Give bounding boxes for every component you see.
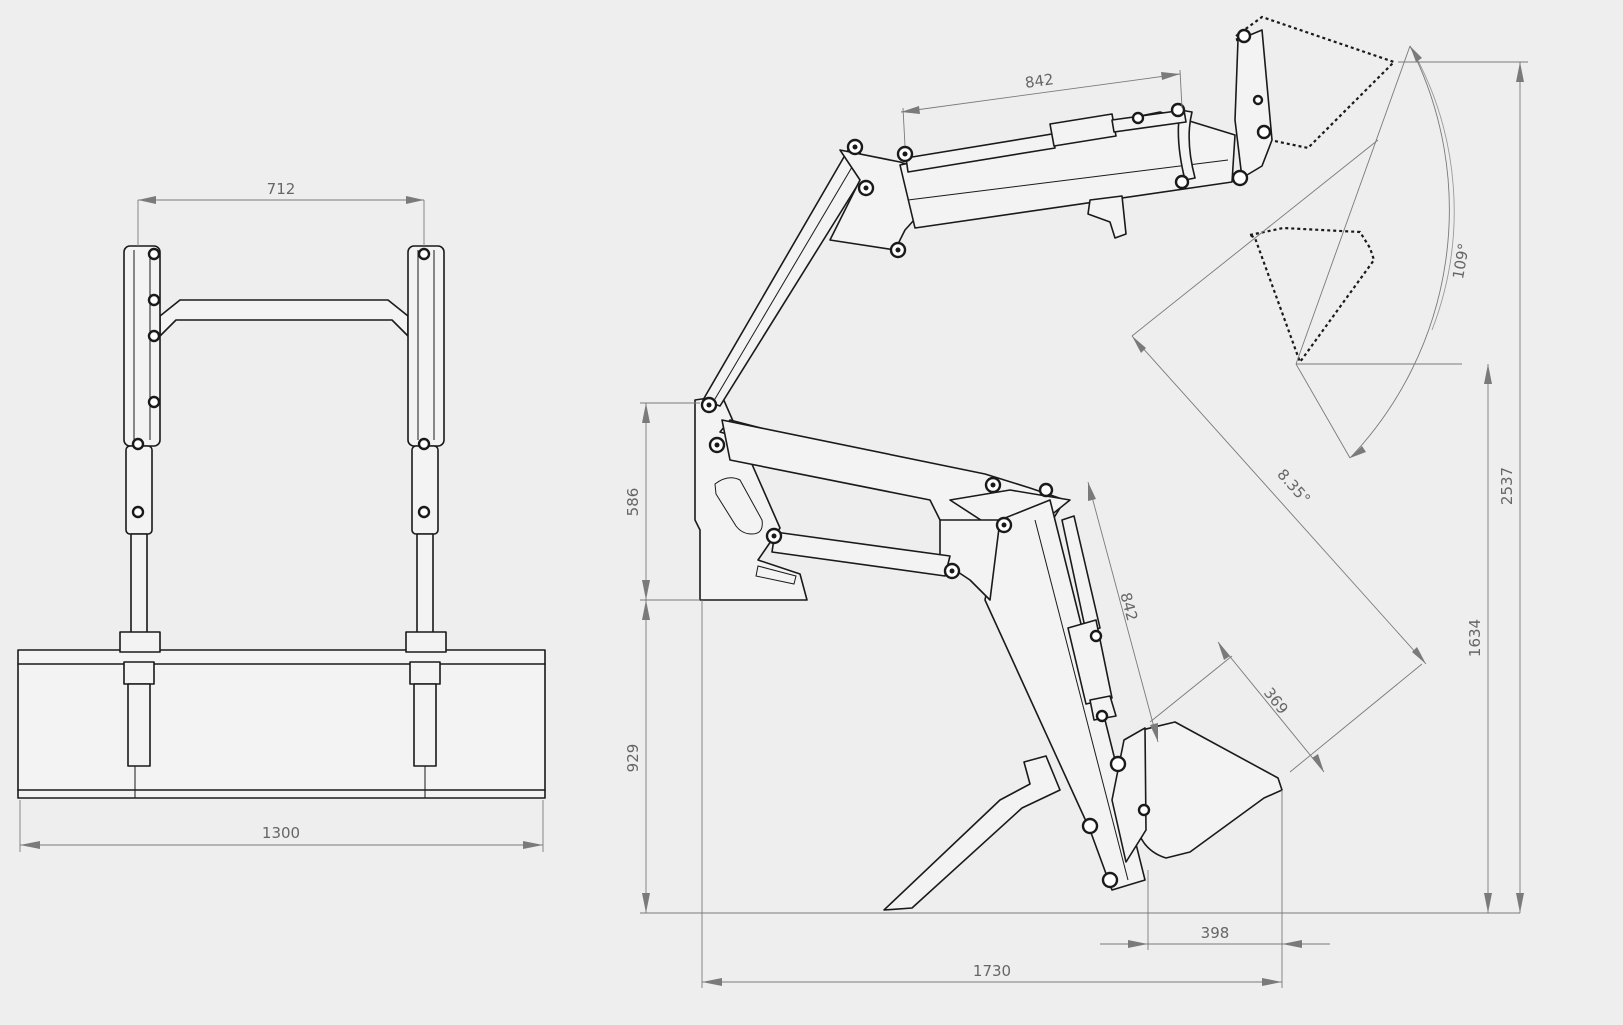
dim-overall-length-label: 1730 [973, 962, 1011, 980]
dim-bucket-width: 1300 [19, 800, 544, 852]
dim-bucket-width-label: 1300 [262, 824, 300, 842]
dim-raised-arm-cylinder-label: 842 [1024, 70, 1055, 92]
dim-dump-angle: 109° [1295, 45, 1473, 459]
pivot-pins [700, 28, 1272, 889]
dim-reach-offset-label: 398 [1201, 924, 1230, 942]
dim-arm-spacing-label: 712 [267, 180, 296, 198]
dump-bucket-outline [1247, 226, 1376, 365]
dim-lowered-arm-cylinder-label: 842 [1116, 591, 1141, 623]
dim-raised-tilt-angle: 8.35° [1131, 139, 1427, 665]
raised-arm-cylinder [905, 109, 1187, 173]
lowered-arm-cylinder [1061, 515, 1117, 721]
front-view: 712 1300 [17, 180, 546, 852]
front-left-arm [119, 245, 161, 767]
dim-mount-height: 586 [624, 402, 700, 601]
dim-max-height-label: 2537 [1498, 467, 1516, 505]
front-bucket [17, 649, 546, 799]
lowered-boom [721, 419, 1146, 891]
dim-lower-frame-height-label: 929 [624, 744, 642, 773]
dim-raised-arm-cylinder: 842 [900, 69, 1183, 147]
dim-lower-frame-height: 929 [624, 600, 650, 913]
front-right-arm [405, 245, 447, 767]
dim-max-height: 2537 [1398, 61, 1528, 913]
dim-mount-height-label: 586 [624, 488, 642, 517]
side-view: 842 842 109° 8.35° [624, 15, 1528, 988]
dim-reach-offset: 398 [1100, 790, 1330, 988]
dim-pivot-height: 1634 [1466, 364, 1492, 913]
lowered-bucket [1134, 721, 1283, 859]
dim-raised-tilt-angle-label: 8.35° [1273, 465, 1314, 507]
parking-stand [883, 755, 1061, 911]
dim-arm-spacing: 712 [137, 180, 425, 246]
dim-bucket-depth-label: 369 [1260, 684, 1292, 718]
dim-overall-length: 1730 [701, 600, 1282, 988]
front-cross-tube [159, 299, 409, 337]
dim-pivot-height-label: 1634 [1466, 619, 1484, 657]
